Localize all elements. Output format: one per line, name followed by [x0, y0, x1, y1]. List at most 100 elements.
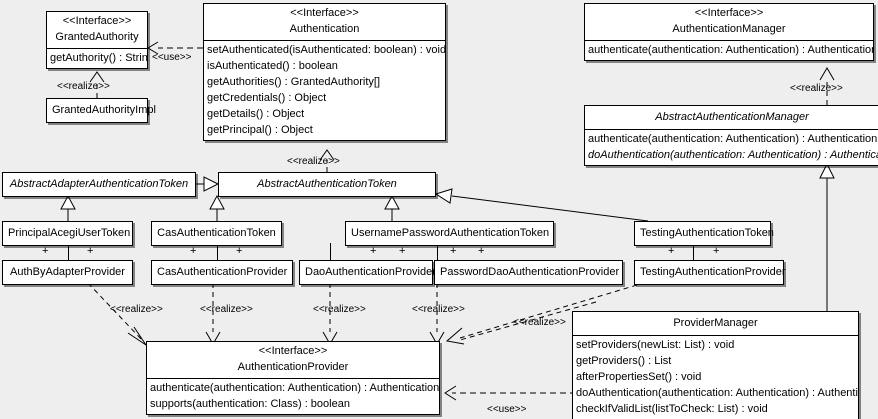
class-box-abstract-authentication-manager[interactable]: AbstractAuthenticationManager authentica… [584, 105, 878, 166]
label-realize-granted-authority-impl: <<realize>> [57, 81, 110, 92]
class-name: PasswordDaoAuthenticationProvider [440, 266, 620, 278]
operation-row: setAuthenticated(isAuthenticated: boolea… [207, 44, 445, 56]
operations-compartment: setAuthenticated(isAuthenticated: boolea… [204, 41, 445, 140]
class-box-authentication-manager[interactable]: <<Interface>> AuthenticationManager auth… [584, 3, 874, 61]
operation-row: checkIfValidList(listToCheck: List) : vo… [576, 403, 768, 415]
class-box-abstract-authentication-token[interactable]: AbstractAuthenticationToken [218, 172, 436, 197]
operation-row: afterPropertiesSet() : void [576, 371, 702, 383]
class-box-granted-authority[interactable]: <<Interface>> GrantedAuthority getAuthor… [46, 11, 148, 69]
assoc-plus-mark: + [236, 245, 243, 257]
assoc-plus-mark: + [370, 245, 377, 257]
label-realize-password-dao-authentication-provider: <<realize>> [412, 304, 465, 315]
class-header: PrincipalAcegiUserToken [3, 222, 132, 245]
operations-compartment: authenticate(authentication: Authenticat… [147, 379, 439, 414]
assoc-plus-mark: + [190, 245, 197, 257]
class-header: UsernamePasswordAuthenticationToken [346, 222, 553, 245]
class-box-password-dao-authentication-provider[interactable]: PasswordDaoAuthenticationProvider [434, 260, 623, 285]
class-box-provider-manager[interactable]: ProviderManager setProviders(newList: Li… [572, 311, 859, 419]
class-header: CasAuthenticationProvider [152, 261, 292, 284]
divider [573, 335, 858, 336]
class-name: UsernamePasswordAuthenticationToken [351, 227, 550, 239]
class-header: TestingAuthenticationToken [635, 222, 774, 245]
assoc-plus-mark: + [713, 245, 720, 257]
operation-row: authenticate(authentication: Authenticat… [588, 133, 878, 145]
stereotype-label: <<Interface>> [62, 15, 132, 27]
class-name: Authentication [289, 23, 360, 35]
assoc-plus-mark: + [87, 245, 94, 257]
class-box-testing-authentication-provider[interactable]: TestingAuthenticationProvider [634, 260, 786, 285]
operation-row: getAuthorities() : GrantedAuthority[] [207, 76, 381, 88]
class-box-principal-acegi-user-token[interactable]: PrincipalAcegiUserToken [2, 221, 133, 246]
assoc-cas-token-cas-provider [217, 243, 218, 260]
stereotype-label: <<Interface>> [258, 345, 328, 357]
operation-row: authenticate(authentication: Authenticat… [588, 44, 873, 56]
class-header: TestingAuthenticationProvider [635, 261, 786, 284]
class-header: <<Interface>> AuthenticationManager [585, 4, 873, 40]
label-realize-auth-by-adapter-provider: <<realize>> [110, 304, 163, 315]
class-header: <<Interface>> AuthenticationProvider [147, 342, 439, 378]
class-box-authentication-provider[interactable]: <<Interface>> AuthenticationProvider aut… [146, 341, 440, 415]
operation-row: doAuthentication(authentication: Authent… [576, 387, 858, 399]
operation-row: isAuthenticated() : boolean [207, 60, 338, 72]
class-header: AbstractAuthenticationManager [585, 106, 878, 129]
label-realize-abstract-authentication-token: <<realize>> [287, 156, 340, 167]
divider [204, 40, 445, 41]
class-box-dao-authentication-provider[interactable]: DaoAuthenticationProvider [299, 260, 436, 285]
divider [585, 129, 878, 130]
label-realize-cas-authentication-provider: <<realize>> [200, 304, 253, 315]
class-name: AbstractAuthenticationManager [655, 111, 809, 123]
class-header: CasAuthenticationToken [152, 222, 281, 245]
class-name: AuthByAdapterProvider [10, 266, 125, 278]
class-box-granted-authority-impl[interactable]: GrantedAuthorityImpl [46, 98, 156, 123]
class-name: CasAuthenticationProvider [157, 266, 288, 278]
class-name: AbstractAuthenticationToken [257, 178, 397, 190]
class-header: <<Interface>> GrantedAuthority [47, 12, 147, 48]
class-box-username-password-authentication-token[interactable]: UsernamePasswordAuthenticationToken [345, 221, 554, 246]
assoc-plus-mark: + [668, 245, 675, 257]
class-box-cas-authentication-token[interactable]: CasAuthenticationToken [151, 221, 282, 246]
class-name: GrantedAuthorityImpl [52, 104, 156, 116]
class-box-authentication[interactable]: <<Interface>> Authentication setAuthenti… [203, 3, 446, 141]
class-header: AbstractAuthenticationToken [219, 173, 435, 196]
class-name: DaoAuthenticationProvider [305, 266, 436, 278]
assoc-upat-dao-provider [330, 243, 331, 260]
operation-row: setProviders(newList: List) : void [576, 339, 735, 351]
class-box-abstract-adapter-authentication-token[interactable]: AbstractAdapterAuthenticationToken [2, 172, 196, 197]
class-box-auth-by-adapter-provider[interactable]: AuthByAdapterProvider [2, 260, 133, 285]
assoc-plus-mark: + [450, 245, 457, 257]
class-header: DaoAuthenticationProvider [300, 261, 436, 284]
class-name: TestingAuthenticationProvider [640, 266, 786, 278]
class-name: AuthenticationProvider [237, 361, 349, 373]
divider [147, 378, 439, 379]
assoc-plus-mark: + [42, 245, 49, 257]
class-box-cas-authentication-provider[interactable]: CasAuthenticationProvider [151, 260, 293, 285]
operations-compartment: getAuthority() : String [47, 49, 147, 68]
class-name: TestingAuthenticationToken [640, 227, 774, 239]
class-header: AbstractAdapterAuthenticationToken [3, 173, 195, 196]
class-header: ProviderManager [573, 312, 858, 335]
operation-row: getAuthority() : String [50, 52, 147, 64]
operation-row: getProviders() : List [576, 355, 672, 367]
assoc-plus-mark: + [399, 245, 406, 257]
stereotype-label: <<Interface>> [694, 7, 764, 19]
assoc-testing-token-testing-provider [693, 243, 694, 260]
operation-row: doAuthentication(authentication: Authent… [588, 149, 878, 161]
label-use-provider-manager: <<use>> [487, 404, 527, 415]
label-realize-abstract-authentication-manager: <<realize>> [790, 83, 843, 94]
label-realize-testing-authentication-provider: <<realize>> [513, 317, 566, 328]
class-name: CasAuthenticationToken [157, 227, 276, 239]
class-header: AuthByAdapterProvider [3, 261, 132, 284]
assoc-principal-token-auth-by-adapter [68, 243, 69, 260]
assoc-plus-mark: + [478, 245, 485, 257]
divider [585, 40, 873, 41]
class-header: GrantedAuthorityImpl [47, 99, 156, 122]
operation-row: getDetails() : Object [207, 108, 305, 120]
operations-compartment: authenticate(authentication: Authenticat… [585, 130, 878, 165]
operations-compartment: authenticate(authentication: Authenticat… [585, 41, 873, 60]
class-box-testing-authentication-token[interactable]: TestingAuthenticationToken [634, 221, 774, 246]
divider [47, 48, 147, 49]
stereotype-label: <<Interface>> [290, 7, 359, 19]
operation-row: getPrincipal() : Object [207, 124, 313, 136]
class-name: AuthenticationManager [672, 23, 786, 35]
class-header: PasswordDaoAuthenticationProvider [435, 261, 622, 284]
